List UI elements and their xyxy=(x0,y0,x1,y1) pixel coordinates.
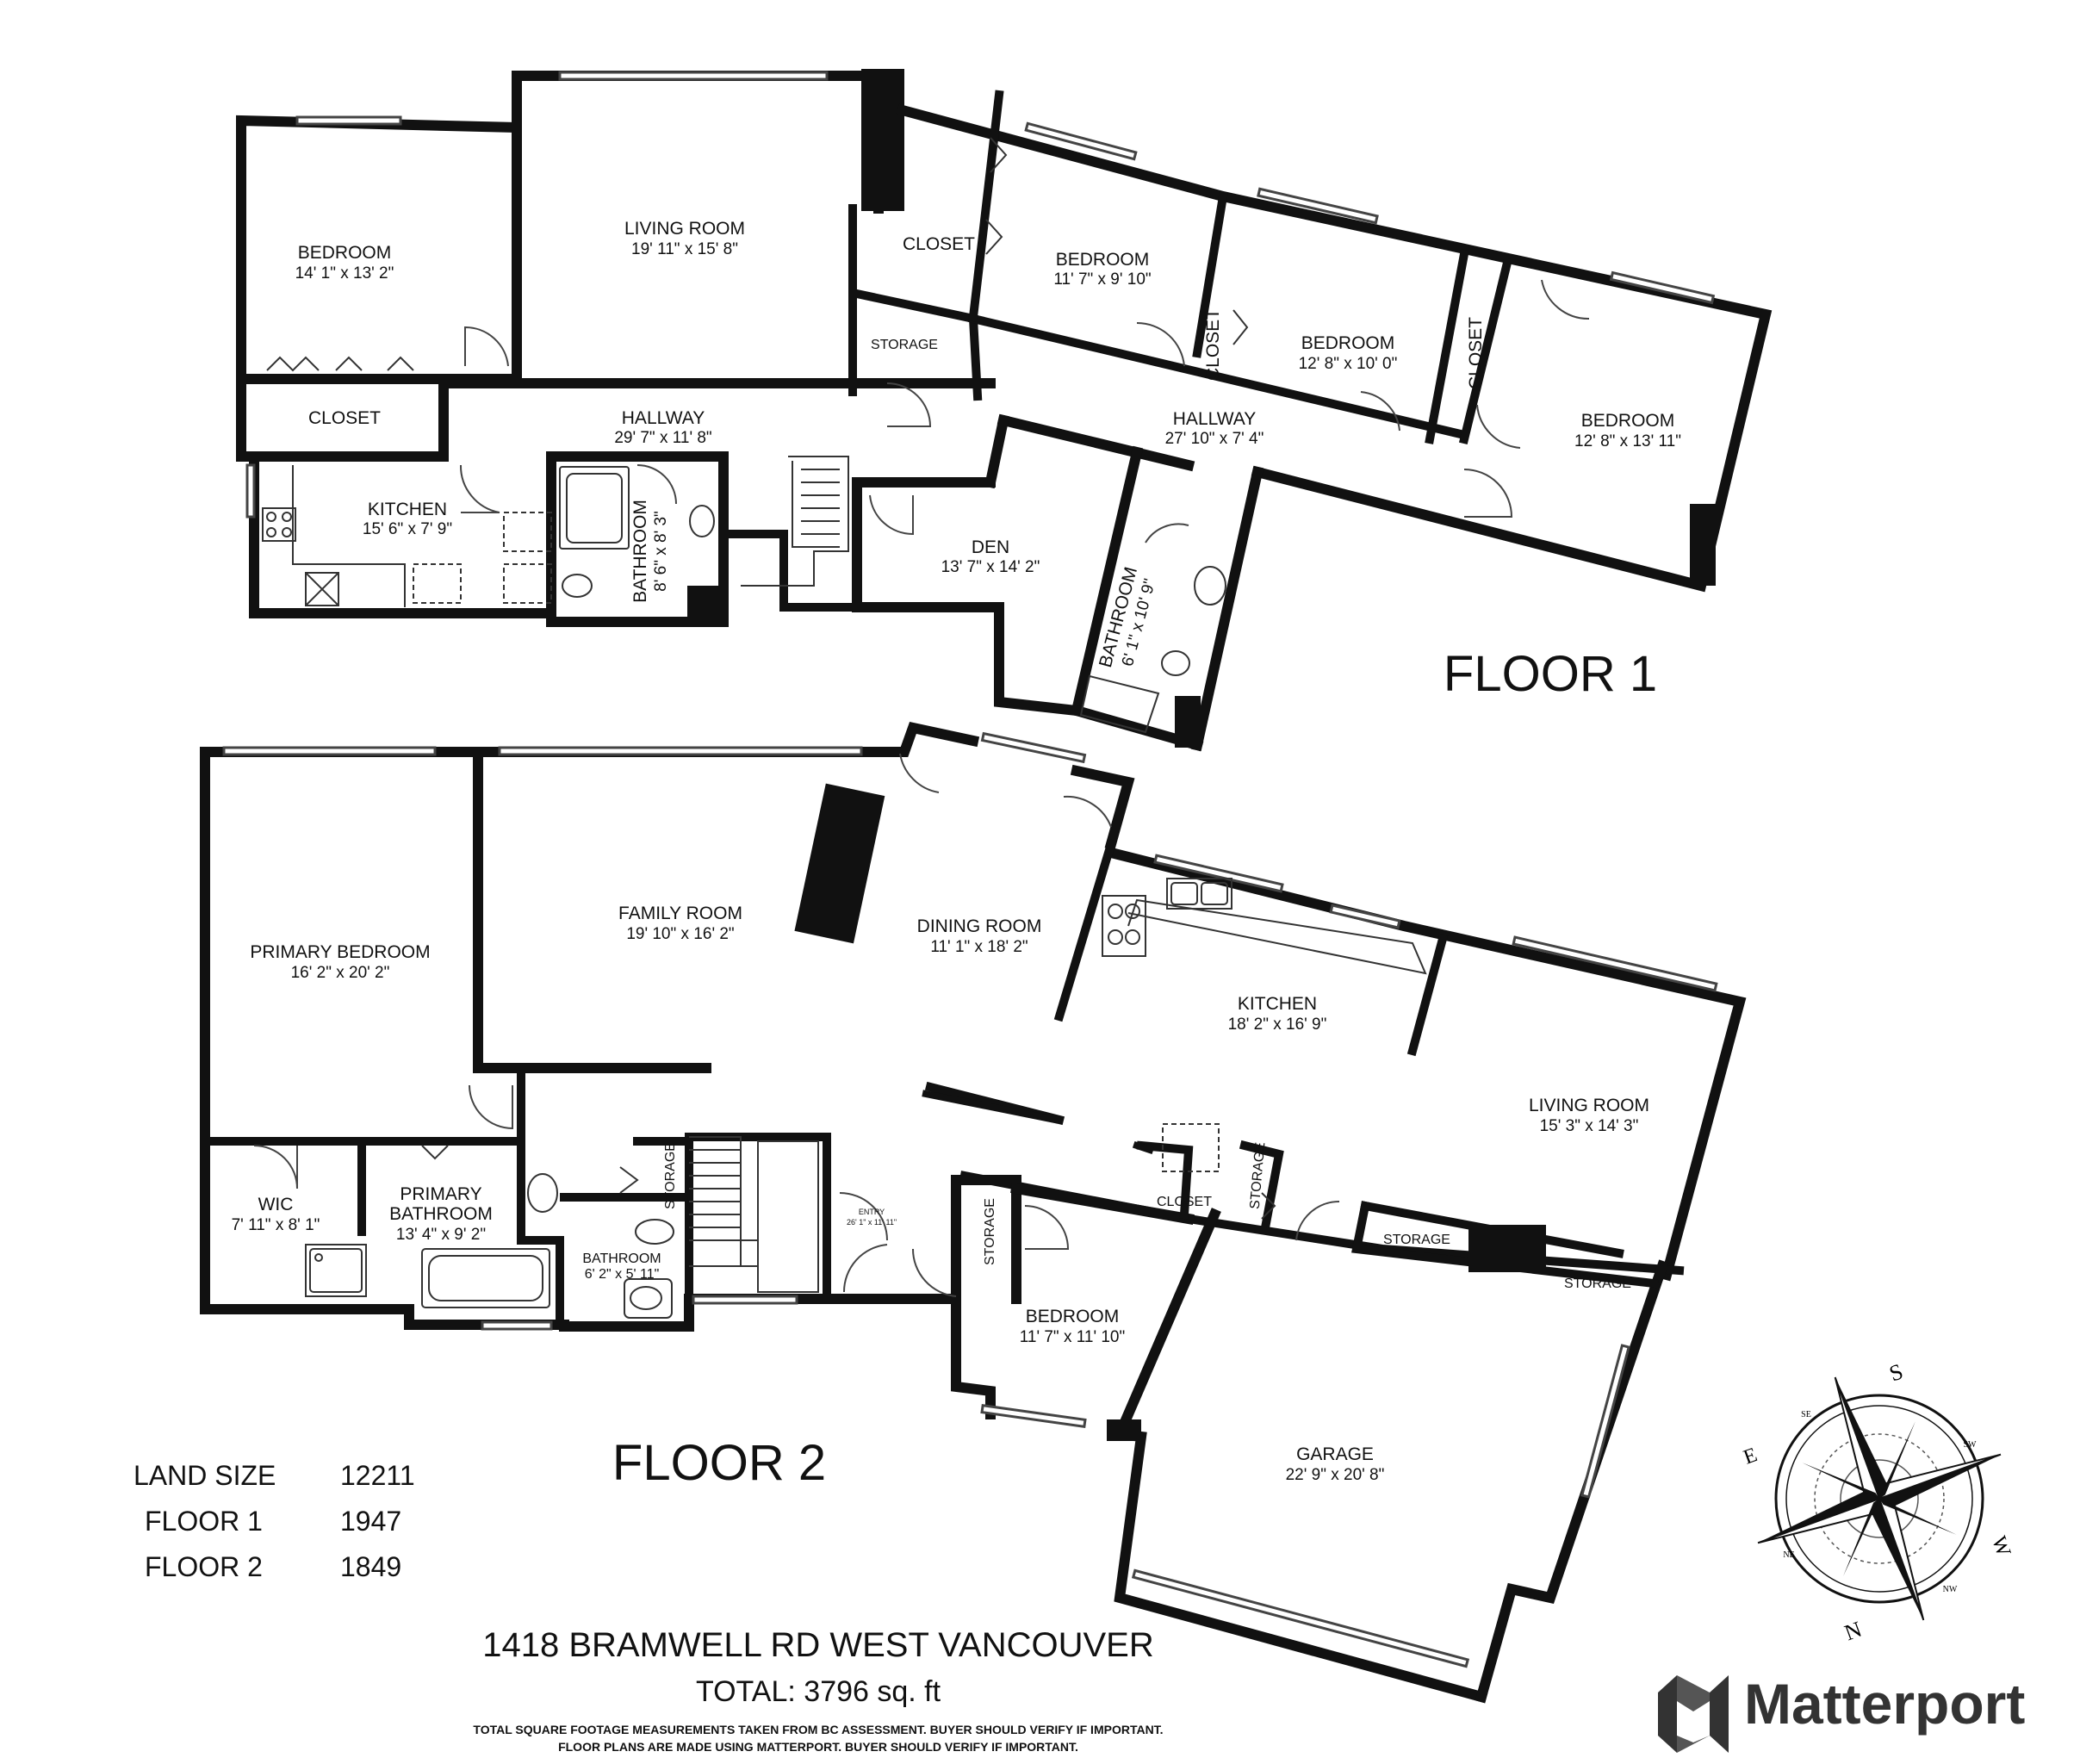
room-dims-family-room: 19' 10" x 16' 2" xyxy=(626,925,734,943)
room-name-primary-bathroom-line1: PRIMARY xyxy=(400,1184,481,1204)
room-name-dining-room: DINING ROOM xyxy=(917,916,1042,936)
room-name-den: DEN xyxy=(972,537,1009,557)
room-name-storage-2e: STORAGE xyxy=(1564,1276,1631,1291)
room-dims-bedroom-5: 11' 7" x 11' 10" xyxy=(1020,1328,1126,1346)
compass-nw: NW xyxy=(1943,1585,1958,1594)
fireplace-1 xyxy=(861,69,904,211)
room-dims-bathroom-1: 8' 6" x 8' 3" xyxy=(652,511,670,592)
room-name-storage-2c: STORAGE xyxy=(1248,1141,1269,1209)
room-name-closet-1c: CLOSET xyxy=(1466,317,1486,389)
floor-2-walls xyxy=(200,722,1747,1704)
room-dims-bedroom-1: 14' 1" x 13' 2" xyxy=(295,264,394,283)
total-label: TOTAL: xyxy=(695,1675,796,1708)
compass-s: S xyxy=(1886,1358,1907,1386)
room-name-bedroom-5: BEDROOM xyxy=(1026,1307,1120,1326)
room-dims-wic: 7' 11" x 8' 1" xyxy=(232,1216,320,1234)
floor-1-labels: BEDROOM 14' 1" x 13' 2" LIVING ROOM 19' … xyxy=(295,219,1681,702)
room-dims-bedroom-4: 12' 8" x 13' 11" xyxy=(1574,432,1681,450)
stat-label-floor-2: FLOOR 2 xyxy=(145,1551,263,1582)
brand-wordmark: Matterport xyxy=(1744,1672,2026,1736)
room-name-bathroom-1: BATHROOM xyxy=(630,500,650,603)
compass-rose-icon: S N E W SE SW NE NW xyxy=(1741,1358,2015,1646)
disclaimer-line-1: TOTAL SQUARE FOOTAGE MEASUREMENTS TAKEN … xyxy=(473,1723,1164,1736)
room-name-hallway-2: HALLWAY xyxy=(1173,409,1256,429)
room-dims-bedroom-2: 11' 7" x 9' 10" xyxy=(1053,270,1151,289)
room-dims-hallway-2: 27' 10" x 7' 4" xyxy=(1165,430,1264,448)
compass-e: E xyxy=(1741,1444,1760,1469)
floor-1-label: FLOOR 1 xyxy=(1444,646,1657,702)
room-name-closet-1d: CLOSET xyxy=(308,408,381,428)
total-value: 3796 sq. ft xyxy=(804,1675,941,1708)
room-name-closet-1b: CLOSET xyxy=(1203,308,1223,381)
room-dims-kitchen-1: 15' 6" x 7' 9" xyxy=(363,520,452,538)
wall-block-3 xyxy=(1107,1419,1141,1441)
room-name-kitchen-1: KITCHEN xyxy=(368,500,447,519)
room-name-living-room-1: LIVING ROOM xyxy=(624,219,745,239)
compass-n: N xyxy=(1841,1617,1866,1646)
room-dims-primary-bathroom: 13' 4" x 9' 2" xyxy=(396,1226,486,1244)
room-dims-garage: 22' 9" x 20' 8" xyxy=(1286,1466,1385,1484)
total-square-footage: TOTAL: 3796 sq. ft xyxy=(534,1675,1102,1709)
room-name-bedroom-4: BEDROOM xyxy=(1581,411,1675,431)
room-dims-bedroom-3: 12' 8" x 10' 0" xyxy=(1299,355,1398,373)
floor-1-walls xyxy=(236,69,1773,752)
room-name-bedroom-3: BEDROOM xyxy=(1301,333,1395,353)
compass-w: W xyxy=(1987,1533,2015,1560)
chimney-2 xyxy=(1468,1225,1546,1272)
floor-2-label: FLOOR 2 xyxy=(612,1435,826,1491)
room-dims-dining-room: 11' 1" x 18' 2" xyxy=(930,938,1028,956)
room-name-hallway-1: HALLWAY xyxy=(622,408,705,428)
disclaimer-line-2: FLOOR PLANS ARE MADE USING MATTERPORT. B… xyxy=(558,1740,1078,1754)
compass-sw: SW xyxy=(1964,1440,1978,1450)
wall-block-1 xyxy=(1690,504,1716,586)
floor-2-labels: PRIMARY BEDROOM 16' 2" x 20' 2" FAMILY R… xyxy=(232,904,1649,1491)
room-name-primary-bedroom: PRIMARY BEDROOM xyxy=(250,942,430,962)
room-name-bathroom-3: BATHROOM xyxy=(582,1252,661,1266)
fireplace-2 xyxy=(794,783,885,944)
room-name-entry: ENTRY xyxy=(859,1208,885,1216)
room-name-wic: WIC xyxy=(258,1195,294,1214)
room-name-storage-2d: STORAGE xyxy=(1383,1233,1450,1247)
room-dims-bathroom-3: 6' 2" x 5' 11" xyxy=(585,1267,660,1282)
room-name-bedroom-2: BEDROOM xyxy=(1056,250,1150,270)
room-name-family-room: FAMILY ROOM xyxy=(618,904,742,923)
room-name-closet-2: CLOSET xyxy=(1157,1195,1212,1209)
chimney-1 xyxy=(687,586,723,622)
stat-value-floor-2: 1849 xyxy=(340,1551,402,1582)
room-name-storage-1: STORAGE xyxy=(871,338,938,352)
room-dims-hallway-1: 29' 7" x 11' 8" xyxy=(614,429,711,447)
room-name-living-room-2: LIVING ROOM xyxy=(1529,1096,1649,1115)
room-dims-entry: 26' 1" x 11' 11" xyxy=(847,1218,897,1227)
wall-block-2 xyxy=(1175,696,1201,748)
stat-value-land-size: 12211 xyxy=(340,1460,415,1491)
property-address: 1418 BRAMWELL RD WEST VANCOUVER xyxy=(482,1626,1154,1664)
room-name-garage: GARAGE xyxy=(1296,1444,1374,1464)
room-name-kitchen-2: KITCHEN xyxy=(1238,994,1317,1014)
compass-ne: NE xyxy=(1783,1550,1794,1560)
stat-label-land-size: LAND SIZE xyxy=(133,1460,276,1491)
room-dims-living-room-1: 19' 11" x 15' 8" xyxy=(631,240,738,258)
matterport-logo-icon xyxy=(1658,1675,1729,1753)
room-name-closet-1a: CLOSET xyxy=(903,234,975,254)
room-dims-den: 13' 7" x 14' 2" xyxy=(941,558,1040,576)
room-dims-primary-bedroom: 16' 2" x 20' 2" xyxy=(291,964,390,982)
room-name-storage-2a: STORAGE xyxy=(663,1142,678,1209)
stat-value-floor-1: 1947 xyxy=(340,1506,402,1537)
room-name-bedroom-1: BEDROOM xyxy=(298,243,392,263)
room-dims-living-room-2: 15' 3" x 14' 3" xyxy=(1540,1117,1639,1135)
room-dims-kitchen-2: 18' 2" x 16' 9" xyxy=(1228,1016,1327,1034)
room-name-primary-bathroom-line2: BATHROOM xyxy=(389,1204,493,1224)
room-name-storage-2b: STORAGE xyxy=(983,1198,997,1265)
compass-se: SE xyxy=(1801,1410,1811,1419)
stat-label-floor-1: FLOOR 1 xyxy=(145,1506,263,1537)
